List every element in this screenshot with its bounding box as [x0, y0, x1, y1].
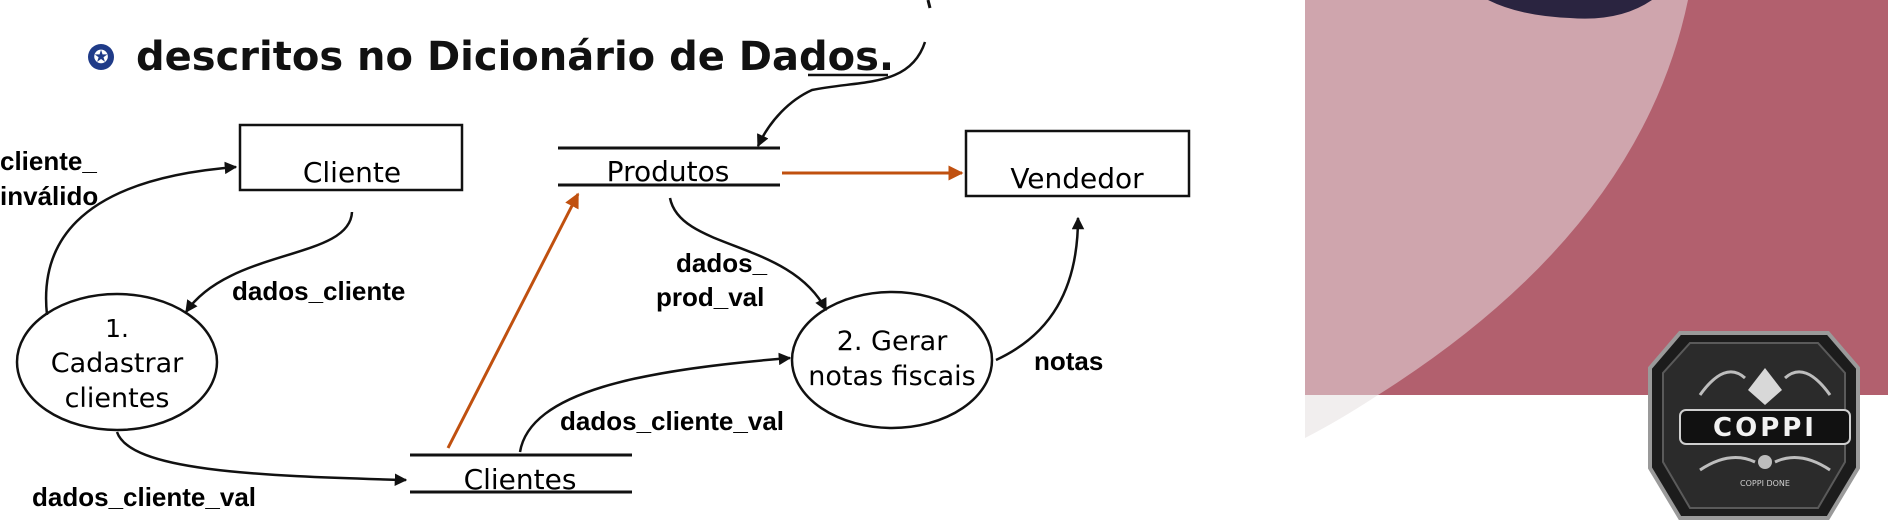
flow-cliente-invalido-2: inválido	[0, 181, 98, 211]
logo-subtext: COPPI DONE	[1740, 479, 1790, 488]
dark-circle-shape	[1488, 0, 1652, 19]
store-clientes: Clientes	[410, 453, 632, 496]
store-produtos: Produtos	[558, 146, 780, 188]
process2-line2: notas fiscais	[808, 361, 975, 392]
entity-cliente-label: Cliente	[303, 156, 401, 189]
store-produtos-label: Produtos	[607, 155, 730, 188]
store-clientes-label: Clientes	[464, 463, 577, 496]
top-curve-arrow	[756, 41, 927, 148]
arrow-cliente-invalido	[44, 161, 238, 316]
arrow-dados-cliente-val-mid	[518, 352, 792, 453]
arrow-dados-cliente-val-bottom	[115, 431, 408, 486]
entity-vendedor: Vendedor	[964, 129, 1191, 198]
flow-cliente-invalido-1: cliente_	[0, 146, 97, 176]
flow-dados-prod-val-1: dados_	[676, 248, 768, 278]
flow-dados-prod-val-2: prod_val	[656, 282, 764, 312]
star-bullet-icon: ✪	[88, 44, 114, 70]
process1-line2: clientes	[65, 383, 170, 414]
entity-vendedor-label: Vendedor	[1010, 162, 1144, 195]
flow-notas: notas	[1034, 346, 1103, 376]
process-gerar-notas: 2. Gerar notas fiscais	[790, 290, 994, 430]
arrow-dados-prod-val	[668, 197, 828, 312]
entity-cliente: Cliente	[238, 123, 464, 192]
flow-dados-cliente-val-bottom: dados_cliente_val	[32, 482, 256, 512]
process1-number: 1.	[105, 314, 129, 343]
arrow-clientes-to-produtos	[446, 192, 580, 449]
logo-brand: COPPI	[1713, 413, 1817, 443]
process2-line1: 2. Gerar	[837, 326, 949, 357]
process-cadastrar-clientes: 1. Cadastrar clientes	[15, 292, 219, 432]
flow-dados-cliente: dados_cliente	[232, 276, 405, 306]
flow-dados-cliente-val-mid: dados_cliente_val	[560, 406, 784, 436]
bullet-item: ✪ descritos no Dicionário de Dados.	[88, 30, 894, 84]
bullet-text: descritos no Dicionário de Dados.	[136, 34, 895, 80]
arrow-dados-cliente	[184, 211, 354, 314]
arrow-notas	[995, 216, 1085, 362]
process1-line1: Cadastrar	[51, 348, 184, 379]
